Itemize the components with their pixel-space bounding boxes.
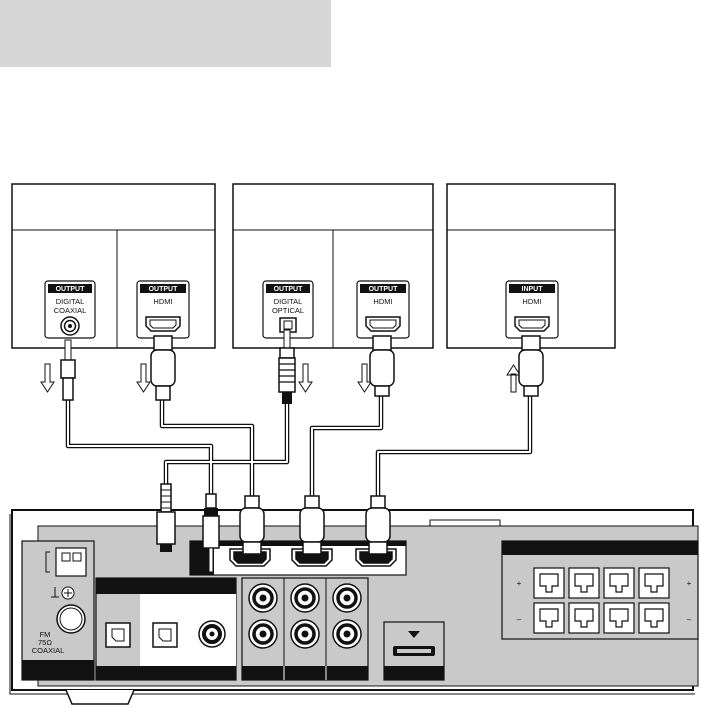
ground-icon <box>51 586 75 600</box>
speaker-terminal-icon <box>533 567 565 599</box>
speaker-minus-left: – <box>517 615 522 624</box>
section-header-box <box>0 0 331 67</box>
device-3: INPUT HDMI <box>446 183 616 349</box>
optical-plug-icon <box>278 329 296 404</box>
speaker-terminal-icon <box>603 567 635 599</box>
port-label-line1: DIGITAL <box>56 297 85 306</box>
port-label-line2: COAXIAL <box>54 306 87 315</box>
speaker-terminal-icon <box>568 567 600 599</box>
rca-jack-icon <box>332 619 362 649</box>
fm-antenna-jack <box>56 604 86 634</box>
speaker-plus-left: + <box>517 579 522 588</box>
coaxial-jack-icon <box>198 620 226 648</box>
am-antenna-terminal <box>45 547 87 577</box>
signal-arrows <box>40 363 521 393</box>
arrow-down-icon <box>298 363 313 393</box>
hdmi-plug-icon <box>150 335 176 401</box>
hdmi-port-icon <box>514 316 550 332</box>
hdmi-plug-icon <box>239 495 265 555</box>
analog-audio-jacks <box>241 577 369 681</box>
port-tag: OUTPUT <box>149 286 179 293</box>
fm-impedance-label: 75Ω <box>38 638 52 647</box>
speaker-terminals: + – + – <box>501 540 699 640</box>
port-tag: OUTPUT <box>56 286 86 293</box>
digital-audio-input-section <box>95 577 237 681</box>
receiver-rear-panel: FM 75Ω COAXIAL <box>9 509 699 705</box>
hdmi-plug-icon <box>369 335 395 397</box>
arrow-down-icon <box>40 363 55 393</box>
port-tag: OUTPUT <box>369 286 399 293</box>
arrow-down-icon <box>357 363 372 393</box>
rca-jack-icon <box>248 583 278 613</box>
rca-jack-icon <box>290 583 320 613</box>
device-3-hdmi-input-port: INPUT HDMI <box>505 280 559 339</box>
speaker-terminal-icon <box>533 602 565 634</box>
speaker-minus-right: – <box>687 615 692 624</box>
antenna-section: FM 75Ω COAXIAL <box>21 540 95 681</box>
optical-port-icon <box>105 622 131 648</box>
fm-label: FM <box>40 630 51 639</box>
port-label-line2: OPTICAL <box>272 306 304 315</box>
device-1-hdmi-output-port: OUTPUT HDMI <box>136 280 190 339</box>
port-tag: INPUT <box>522 286 544 293</box>
hdmi-port-icon <box>365 316 401 332</box>
port-tag: OUTPUT <box>274 286 304 293</box>
port-label-line1: DIGITAL <box>274 297 303 306</box>
device-2: OUTPUT DIGITAL OPTICAL OUTPUT HDMI <box>232 183 434 349</box>
device-1-coaxial-output-port: OUTPUT DIGITAL COAXIAL <box>44 280 96 339</box>
device-2-hdmi-output-port: OUTPUT HDMI <box>356 280 410 339</box>
coaxial-jack-icon <box>60 316 80 336</box>
speaker-terminal-icon <box>603 602 635 634</box>
port-label-line1: HDMI <box>522 297 541 306</box>
speaker-plus-right: + <box>687 579 692 588</box>
cable-plugs <box>60 329 544 573</box>
hdmi-plug-icon <box>518 335 544 397</box>
cables <box>65 396 533 516</box>
speaker-terminal-icon <box>638 602 670 634</box>
device-2-optical-output-port: OUTPUT DIGITAL OPTICAL <box>262 280 314 339</box>
fm-coaxial-label: COAXIAL <box>32 646 65 655</box>
optical-port-icon <box>152 622 178 648</box>
rca-plug-icon <box>202 493 220 573</box>
arrow-up-icon <box>506 364 521 393</box>
arrow-down-icon <box>136 363 151 393</box>
rca-jack-icon <box>332 583 362 613</box>
hdmi-port-icon <box>145 316 181 332</box>
rca-plug-icon <box>60 339 76 401</box>
rca-jack-icon <box>248 619 278 649</box>
optical-plug-icon <box>156 483 176 552</box>
speaker-terminal-icon <box>568 602 600 634</box>
device-1: OUTPUT DIGITAL COAXIAL OUTPUT HDMI <box>11 183 216 349</box>
port-label-line1: HDMI <box>153 297 172 306</box>
hdmi-plug-icon <box>365 495 391 555</box>
hdmi-plug-icon <box>299 495 325 555</box>
rca-jack-icon <box>290 619 320 649</box>
dock-port <box>383 621 445 681</box>
port-label-line1: HDMI <box>373 297 392 306</box>
speaker-terminal-icon <box>638 567 670 599</box>
